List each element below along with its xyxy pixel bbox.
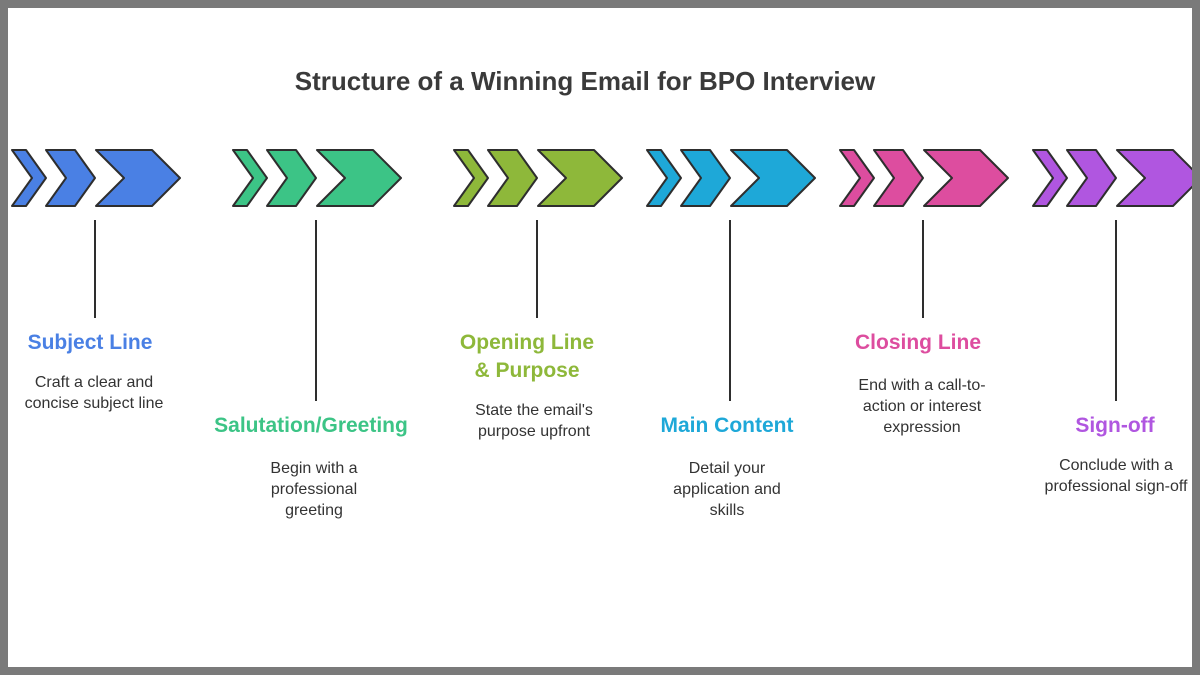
connector-line — [315, 220, 317, 401]
chevron-arrows-icon — [646, 149, 816, 210]
chevron-shape — [95, 149, 181, 207]
connector-line — [1115, 220, 1117, 401]
chevron-arrows-icon — [11, 149, 181, 210]
chevron-shape — [537, 149, 623, 207]
chevron-shape — [1032, 149, 1068, 207]
chevron-shape — [1116, 149, 1192, 207]
chevron-shape — [11, 149, 47, 207]
diagram-title: Structure of a Winning Email for BPO Int… — [294, 66, 876, 96]
chevron-shape — [1066, 149, 1117, 207]
connector-line — [922, 220, 924, 318]
chevron-arrows-icon — [1032, 149, 1192, 210]
connector-line — [536, 220, 538, 318]
chevron-arrows-icon — [839, 149, 1009, 210]
chevron-arrows-icon — [453, 149, 623, 210]
connector-line — [729, 220, 731, 401]
chevron-shape — [232, 149, 268, 207]
chevron-arrows-icon — [232, 149, 402, 210]
chevron-shape — [923, 149, 1009, 207]
chevron-shape — [45, 149, 96, 207]
chevron-shape — [646, 149, 682, 207]
chevron-shape — [316, 149, 402, 207]
step-label: Main Content — [660, 414, 794, 437]
chevron-shape — [453, 149, 489, 207]
chevron-shape — [730, 149, 816, 207]
chevron-shape — [680, 149, 731, 207]
chevron-shape — [839, 149, 875, 207]
chevron-shape — [873, 149, 924, 207]
chevron-shape — [487, 149, 538, 207]
diagram-canvas: Structure of a Winning Email for BPO Int… — [8, 8, 1192, 667]
step-label: Subject Line — [27, 331, 153, 354]
step-label: Opening Line& Purpose — [459, 331, 595, 382]
connector-line — [94, 220, 96, 318]
step-label: Closing Line — [855, 331, 981, 354]
step-label: Sign-off — [1075, 414, 1155, 437]
step-label: Salutation/Greeting — [214, 414, 408, 437]
chevron-shape — [266, 149, 317, 207]
